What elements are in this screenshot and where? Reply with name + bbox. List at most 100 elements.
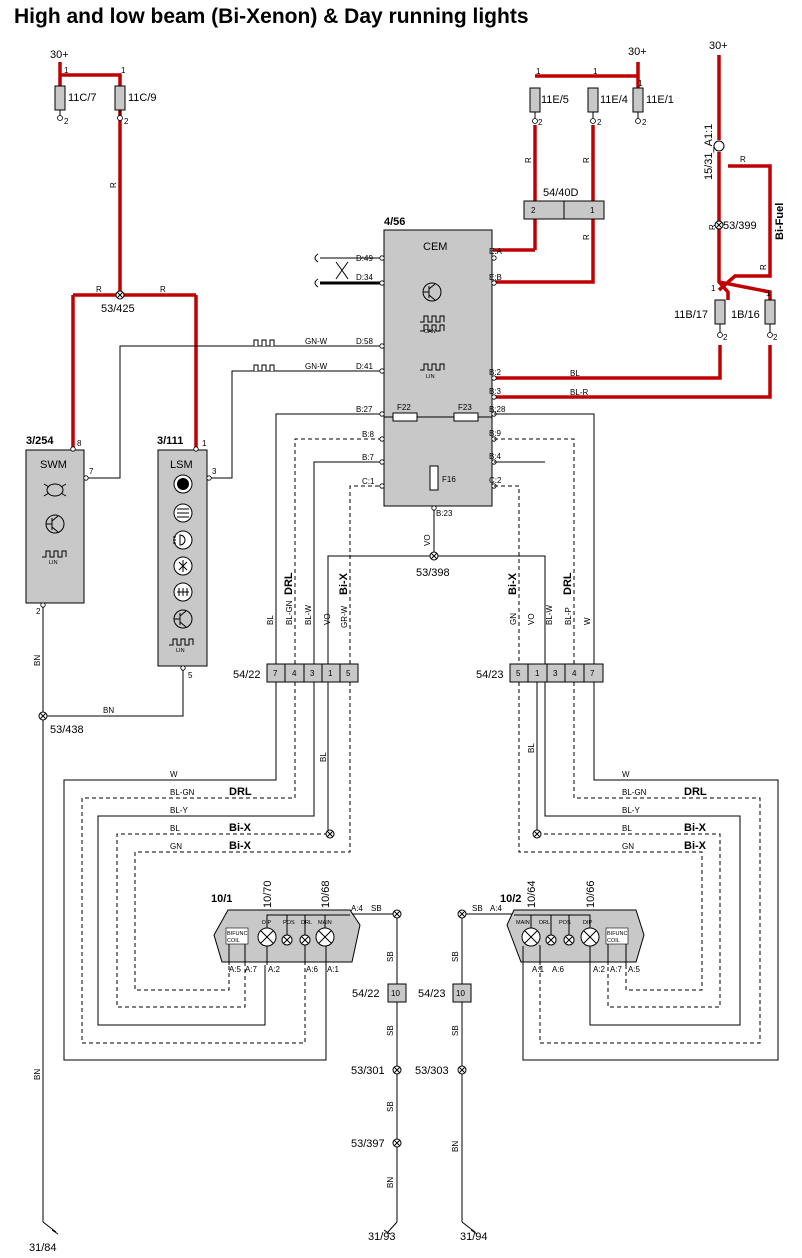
wire-label-gn: GN [509, 613, 518, 625]
fuse-f22 [392, 412, 418, 422]
pin-1: 1 [711, 284, 716, 293]
pin-2: 2 [642, 118, 647, 127]
right-harness [518, 682, 779, 1061]
light-switch-icon [46, 483, 64, 497]
lin-signal-icon [42, 550, 67, 558]
wire-label-r: R [740, 155, 746, 164]
pin-2: 2 [124, 117, 129, 126]
wire-label-r: R [582, 234, 591, 240]
wire-label-gn: GN [622, 842, 634, 851]
lamp-pin-a4: A:4 [490, 904, 503, 913]
connector-pin: 10 [391, 989, 400, 998]
cem-pin-b23: B:23 [436, 509, 453, 518]
fuse-11b17 [714, 299, 726, 325]
connector-label-54-40d: 54/40D [543, 187, 579, 199]
fuse-label-f22: F22 [397, 403, 411, 412]
cem-pin-d58: D:58 [356, 337, 373, 346]
wire-label-vo: VO [527, 613, 536, 625]
lamp-pin: A:6 [552, 965, 565, 974]
wire-label-bl-y: BL-Y [622, 806, 640, 815]
swm-pin-7: 7 [89, 467, 94, 476]
can-signal-icon [420, 315, 445, 332]
lamp-pin: A:2 [593, 965, 606, 974]
pos-label: POS [283, 920, 295, 926]
wire-label-bl-r: BL-R [570, 388, 588, 397]
connector-pin: 4 [572, 669, 577, 678]
cem-pin-eb: E:B [489, 273, 502, 282]
diagram-title: High and low beam (Bi-Xenon) & Day runni… [14, 5, 529, 28]
swm-id: 3/254 [26, 435, 54, 447]
fuse-label-11c7: 11C/7 [68, 92, 97, 104]
wire-label-r: R [708, 224, 717, 230]
lsm-pin-3: 3 [212, 467, 217, 476]
connector-label-54-22-b: 54/22 [352, 988, 380, 1000]
cem-pin-b4: B:4 [489, 452, 502, 461]
splice-53-399 [714, 220, 724, 230]
ground-label-31-94: 31/94 [460, 1231, 488, 1243]
connector-pin: 7 [590, 669, 595, 678]
wire-label-gn-w: GN-W [305, 362, 328, 371]
fuse-11c9 [114, 85, 126, 111]
wire-label-w: W [622, 770, 630, 779]
lsm-name: LSM [170, 459, 193, 471]
dip-label: DIP [583, 920, 593, 926]
wire-label-r: R [160, 285, 166, 294]
splice-label-53-438: 53/438 [50, 724, 84, 736]
wire-label-r: R [96, 285, 102, 294]
red-power-wires [58, 55, 772, 467]
splice-53-425 [115, 290, 125, 300]
drl-lamp-label: DRL [301, 920, 312, 926]
cem-pin-c1: C:1 [362, 477, 375, 486]
connector-pin: 5 [346, 669, 351, 678]
bi-x-label: Bi-X [684, 822, 707, 834]
cem-pins [379, 255, 497, 511]
wire-label-bn: BN [33, 1069, 42, 1080]
harness-splices [325, 829, 542, 839]
pos-label: POS [559, 920, 571, 926]
connector-label-54-22: 54/22 [233, 669, 261, 681]
main-label: MAIN [318, 920, 332, 926]
cem-pin-d49: D:49 [356, 254, 373, 263]
supply-left: 30+ [50, 49, 69, 61]
fuse-f16 [429, 465, 439, 491]
wire-label-bl: BL [570, 369, 580, 378]
connector-pin: 3 [553, 669, 558, 678]
bulb-label: 10/66 [585, 880, 597, 908]
can-bus-wires [314, 253, 380, 288]
splice-label-53-398: 53/398 [416, 567, 450, 579]
wire-label-gr-w: GR-W [340, 605, 349, 628]
wire-label-bn: BN [451, 1141, 460, 1152]
wire-label-vo: VO [323, 613, 332, 625]
pin-2: 2 [538, 118, 543, 127]
wire-label-sb: SB [386, 1101, 395, 1112]
wire-label-bl-w: BL-W [545, 605, 554, 625]
pin-2: 2 [597, 118, 602, 127]
wire-label-sb: SB [451, 1025, 460, 1036]
pin-1: 1 [121, 66, 126, 75]
wire-label-sb: SB [451, 951, 460, 962]
connector-pin: 7 [273, 669, 278, 678]
wire-label-bl: BL [266, 615, 275, 625]
pin-2: 2 [64, 117, 69, 126]
lin-label: LIN [176, 648, 185, 654]
bifunc-label: BIFUNC [227, 931, 248, 937]
cem-pin-b2: B:2 [489, 368, 502, 377]
connector-label-54-23-b: 54/23 [418, 988, 446, 1000]
lamp-pin: A:5 [229, 965, 242, 974]
supply-mid: 30+ [628, 46, 647, 58]
wire-label-bl: BL [170, 824, 180, 833]
bulb-label: 10/64 [526, 880, 538, 908]
lamp-pin: A:5 [628, 965, 641, 974]
wire-label-bl: BL [319, 752, 328, 762]
lin-label: LIN [426, 374, 435, 380]
lamp-pin-a4: A:4 [351, 904, 364, 913]
lsm-pin-1: 1 [202, 439, 207, 448]
lin-signal-icon [420, 363, 445, 371]
cem-pin-b9: B:9 [489, 429, 502, 438]
wire-label-bl-gn: BL-GN [622, 788, 647, 797]
wire-label-sb: SB [371, 904, 382, 913]
labels: 30+ 30+ 30+ 11C/7 11C/9 11E/5 11E/4 11E/… [26, 40, 786, 1254]
bulb-label: 10/70 [262, 880, 274, 908]
bifunc-label: BIFUNC [607, 931, 628, 937]
